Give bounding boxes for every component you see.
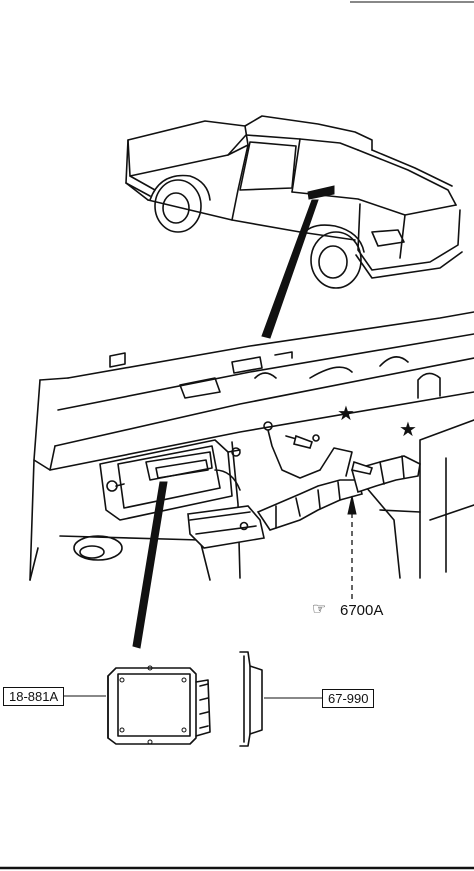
pickup-truck-illustration bbox=[125, 115, 463, 289]
mounted-module bbox=[99, 439, 241, 521]
cowl-panel-illustration bbox=[29, 311, 474, 581]
star-marker-right: ★ bbox=[399, 419, 417, 441]
mounting-bracket bbox=[239, 651, 263, 747]
location-leader bbox=[261, 199, 319, 339]
bracket-part-callout: 67-990 bbox=[322, 689, 375, 708]
module-leader bbox=[132, 481, 168, 649]
wiring-harness bbox=[187, 421, 421, 549]
pointing-hand-icon: ☞ bbox=[312, 601, 327, 618]
reference-part-callout: 6700A bbox=[340, 602, 384, 619]
module-part-callout: 18-881A bbox=[3, 687, 65, 706]
star-marker-left: ★ bbox=[337, 403, 355, 425]
control-module-exploded bbox=[107, 665, 211, 745]
